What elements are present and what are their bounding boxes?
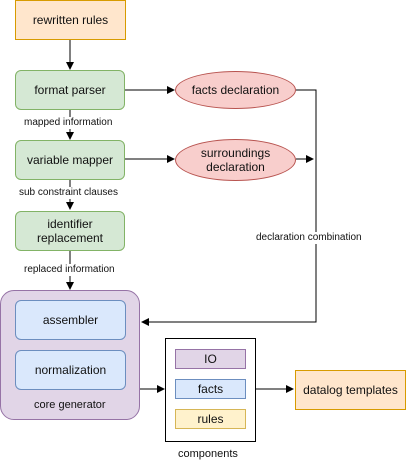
edge-label-declaration-combination: declaration combination — [255, 232, 363, 244]
edge-label-replaced-information: replaced information — [23, 264, 116, 276]
identifier-replacement-node[interactable]: identifier replacement — [15, 211, 125, 251]
components-label: components — [178, 448, 238, 460]
rewritten-rules-node[interactable]: rewritten rules — [15, 0, 126, 40]
surroundings-declaration-node[interactable]: surroundings declaration — [175, 139, 296, 181]
variable-mapper-node[interactable]: variable mapper — [15, 140, 125, 180]
edge-combination-to-core — [141, 159, 317, 326]
facts-component[interactable]: facts — [175, 379, 246, 399]
io-component[interactable]: IO — [175, 349, 246, 369]
rules-component[interactable]: rules — [175, 409, 246, 429]
edge-facts-decl-to-combination — [296, 89, 317, 159]
assembler-node[interactable]: assembler — [15, 300, 126, 340]
datalog-templates-node[interactable]: datalog templates — [295, 370, 406, 410]
edge-label-sub-constraint-clauses: sub constraint clauses — [18, 187, 119, 199]
edge-label-mapped-information: mapped information — [23, 117, 114, 129]
format-parser-node[interactable]: format parser — [15, 70, 125, 110]
normalization-node[interactable]: normalization — [15, 350, 126, 390]
facts-declaration-node[interactable]: facts declaration — [175, 71, 296, 109]
core-generator-label: core generator — [34, 399, 106, 411]
